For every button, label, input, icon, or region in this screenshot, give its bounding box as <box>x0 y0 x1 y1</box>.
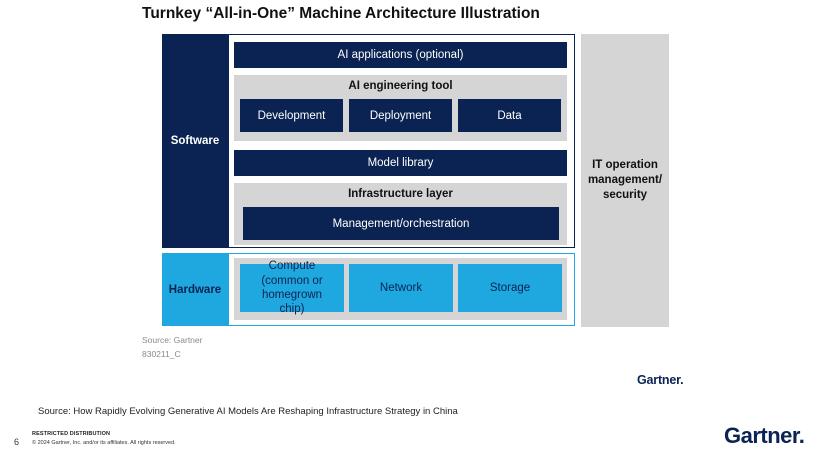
deployment-label: Deployment <box>369 109 432 122</box>
compute-label: Compute (common or homegrown chip) <box>261 260 323 316</box>
development-label: Development <box>257 109 326 122</box>
hardware-frame <box>228 253 575 326</box>
gartner-logo: Gartner. <box>724 423 805 448</box>
it-operation-label: IT operation management/ security <box>587 159 663 201</box>
footer-source: Source: How Rapidly Evolving Generative … <box>38 406 458 417</box>
page-title: Turnkey “All-in-One” Machine Architectur… <box>142 5 540 22</box>
infrastructure-title: Infrastructure layer <box>348 188 453 200</box>
hardware-label-block: Hardware <box>162 253 228 326</box>
ai-engineering-title: AI engineering tool <box>348 80 453 92</box>
it-operation-box: IT operation management/ security <box>581 34 669 327</box>
data-label: Data <box>497 109 522 122</box>
ai-applications-label: AI applications (optional) <box>337 49 464 61</box>
hardware-label: Hardware <box>168 283 222 296</box>
data-box: Data <box>458 99 561 132</box>
source-note: Source: Gartner <box>142 335 203 345</box>
software-frame <box>228 34 575 248</box>
model-library-label: Model library <box>367 157 434 169</box>
network-box: Network <box>349 264 453 312</box>
figure-code: 830211_C <box>142 349 181 359</box>
ai-applications-box: AI applications (optional) <box>234 42 567 68</box>
gartner-logo-small: Gartner. <box>637 373 684 387</box>
storage-label: Storage <box>489 281 531 294</box>
storage-box: Storage <box>458 264 562 312</box>
software-label-block: Software <box>162 34 228 248</box>
page-number: 6 <box>14 437 20 447</box>
management-orchestration-label: Management/orchestration <box>332 217 470 230</box>
development-box: Development <box>240 99 343 132</box>
compute-box: Compute (common or homegrown chip) <box>240 260 344 315</box>
copyright: © 2024 Gartner, Inc. and/or its affiliat… <box>32 440 176 446</box>
network-label: Network <box>379 281 423 294</box>
restricted-distribution: RESTRICTED DISTRIBUTION <box>32 431 111 437</box>
model-library-box: Model library <box>234 150 567 176</box>
management-orchestration-box: Management/orchestration <box>243 207 559 240</box>
deployment-box: Deployment <box>349 99 452 132</box>
software-label: Software <box>170 135 220 147</box>
